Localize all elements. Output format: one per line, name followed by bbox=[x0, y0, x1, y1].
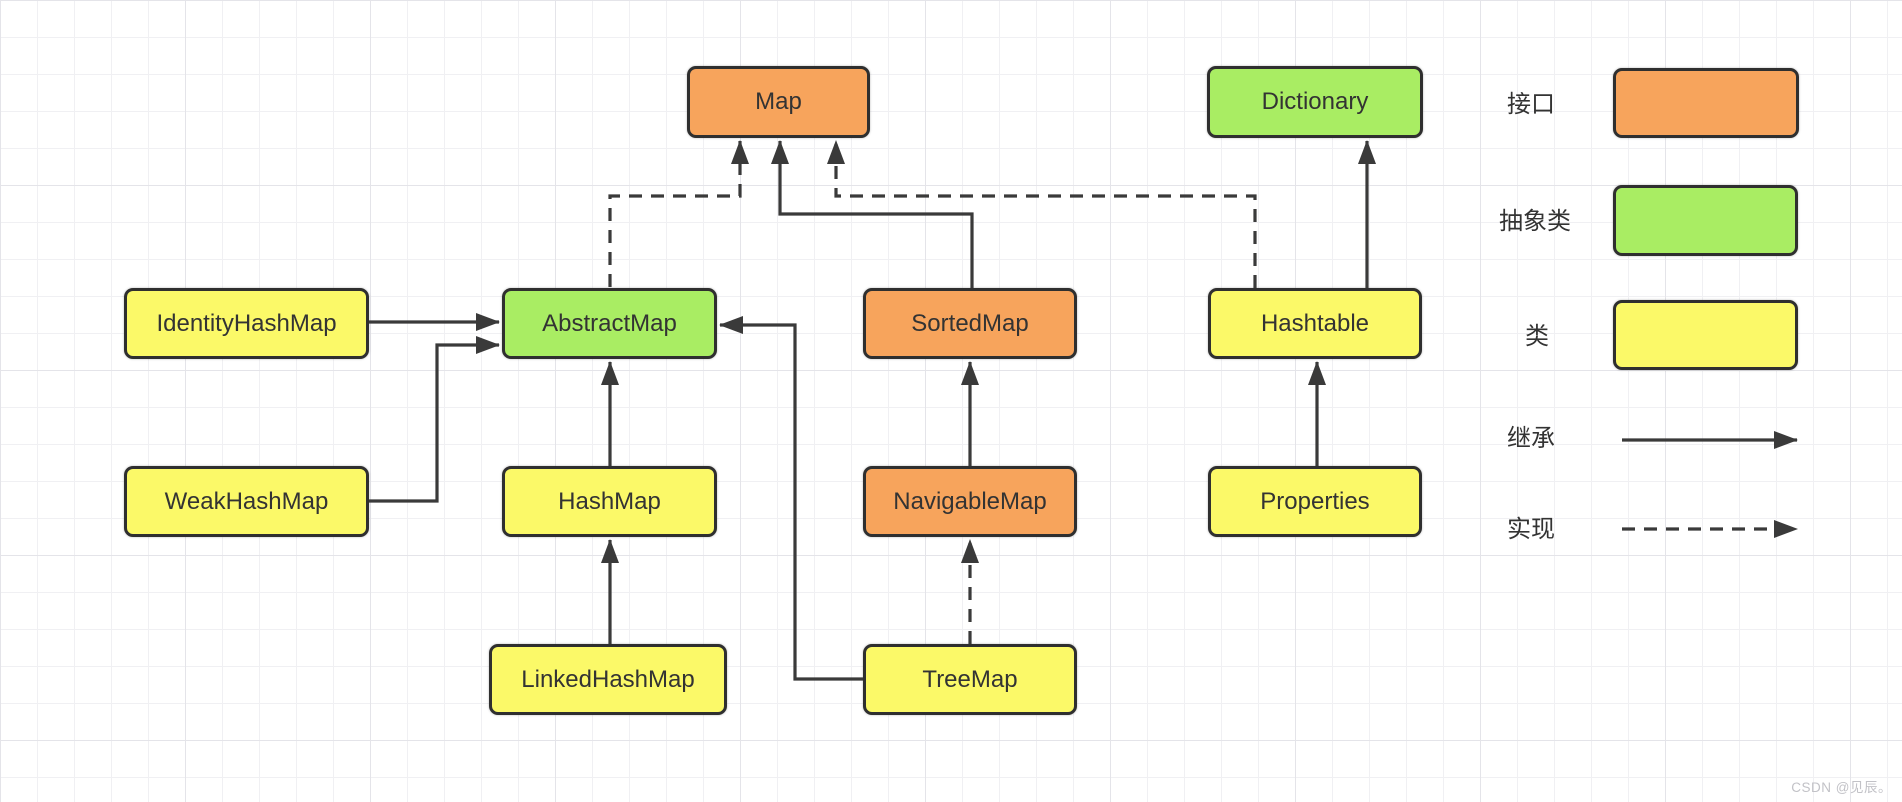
node-properties: Properties bbox=[1208, 466, 1422, 537]
node-sortedmap: SortedMap bbox=[863, 288, 1077, 359]
edge-treemap-abstractmap bbox=[719, 316, 863, 681]
node-hashtable: Hashtable bbox=[1208, 288, 1422, 359]
node-hashmap: HashMap bbox=[502, 466, 717, 537]
node-navigablemap: NavigableMap bbox=[863, 466, 1077, 537]
legend-label-interface: 接口 bbox=[1507, 91, 1555, 118]
node-treemap: TreeMap bbox=[863, 644, 1077, 715]
watermark-text: CSDN @见辰。 bbox=[1791, 780, 1892, 795]
node-map: Map bbox=[687, 66, 870, 138]
legend-swatch-abstract bbox=[1613, 185, 1798, 256]
node-linkedhashmap: LinkedHashMap bbox=[489, 644, 727, 715]
legend-label-abstract: 抽象类 bbox=[1499, 208, 1571, 235]
node-dictionary: Dictionary bbox=[1207, 66, 1423, 138]
node-identityhashmap: IdentityHashMap bbox=[124, 288, 369, 359]
node-abstractmap: AbstractMap bbox=[502, 288, 717, 359]
edge-abstractmap-map bbox=[608, 140, 749, 287]
edge-hashtable-map bbox=[827, 140, 1257, 288]
edge-weakhashmap-abstractmap bbox=[369, 336, 500, 503]
legend-swatch-interface bbox=[1613, 68, 1799, 138]
legend-label-class: 类 bbox=[1525, 323, 1549, 350]
node-weakhashmap: WeakHashMap bbox=[124, 466, 369, 537]
legend-label-inheritance: 继承 bbox=[1507, 425, 1555, 452]
legend-swatch-class bbox=[1613, 300, 1798, 370]
edge-sortedmap-map bbox=[771, 140, 974, 288]
legend-label-implementation: 实现 bbox=[1507, 516, 1555, 543]
